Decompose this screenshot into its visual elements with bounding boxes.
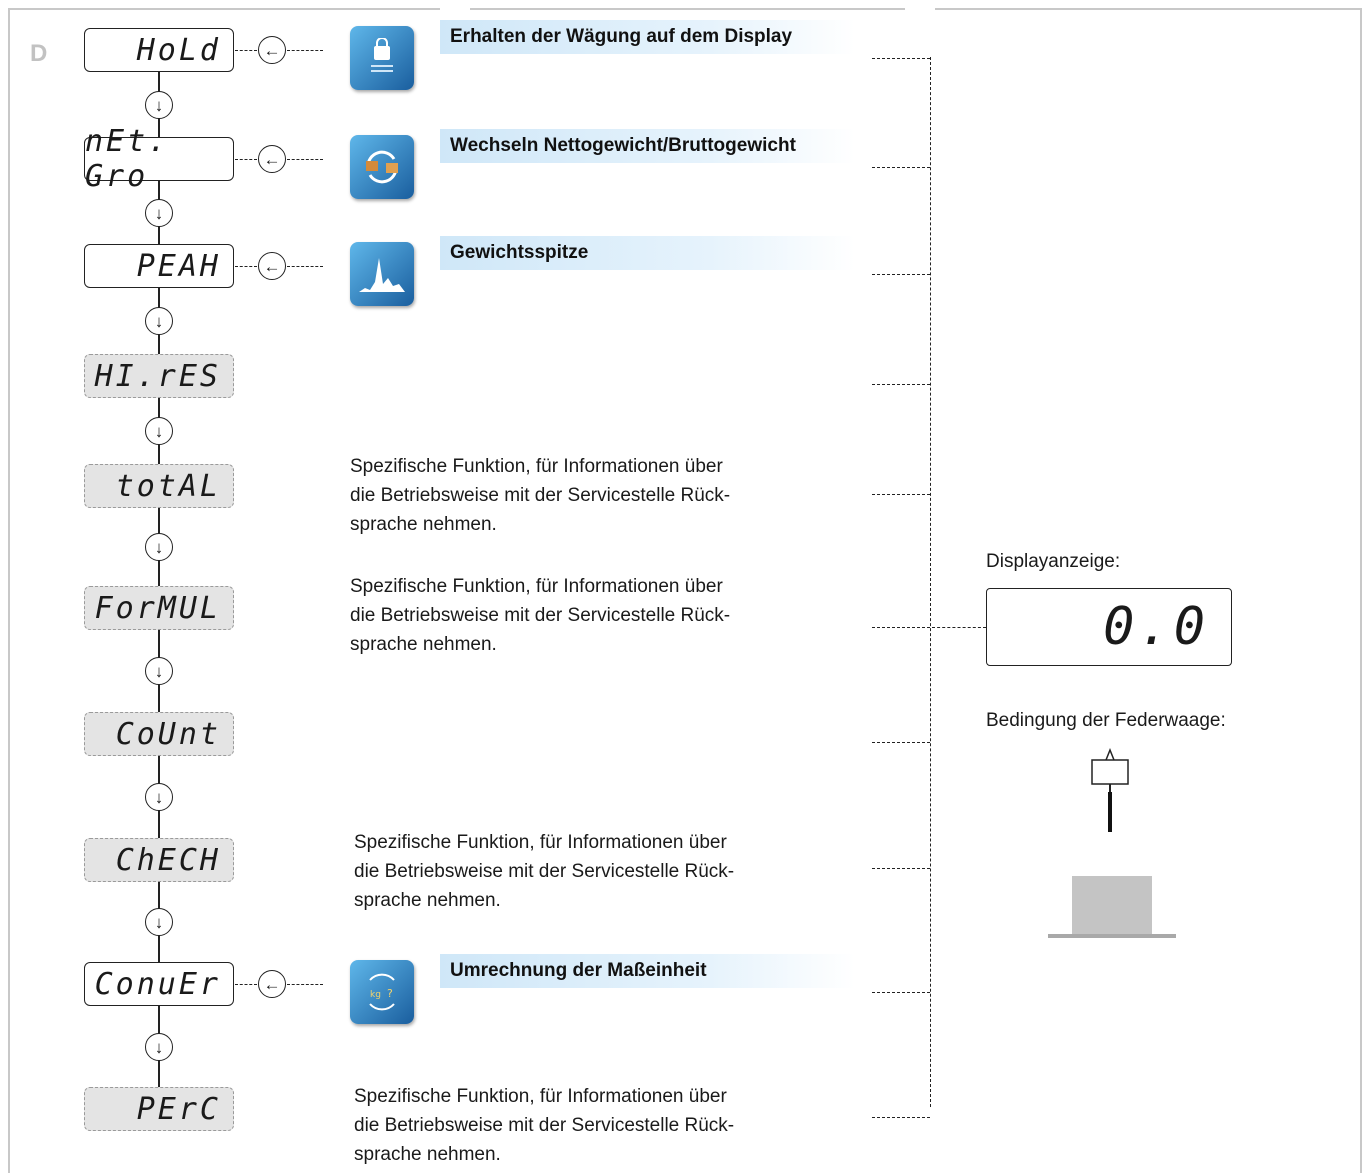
enter-connector — [287, 266, 323, 267]
description-line: Spezifische Funktion, für Informationen … — [354, 1086, 727, 1107]
menu-display-box: HoLd — [84, 28, 234, 72]
enter-connector — [235, 266, 257, 267]
function-title: Gewichtsspitze — [440, 236, 855, 270]
scale-floor-icon — [1048, 934, 1176, 938]
arrow-down-circle-icon: ↓ — [145, 533, 173, 561]
description-line: sprache nehmen. — [354, 1144, 501, 1165]
bracket-tick — [872, 868, 930, 869]
scale-body-icon — [1091, 759, 1129, 785]
page-frame-top — [8, 8, 1362, 10]
menu-display-text: PEAH — [136, 248, 221, 284]
swap-weight-icon — [350, 135, 414, 199]
menu-display-text: ChECH — [115, 842, 221, 878]
display-value: 0.0 — [1103, 597, 1209, 657]
bracket-tick — [872, 1117, 930, 1118]
menu-display-box: ConuEr — [84, 962, 234, 1006]
function-title: Umrechnung der Maßeinheit — [440, 954, 855, 988]
bracket-tick — [872, 384, 930, 385]
arrow-down-circle-icon: ↓ — [145, 1033, 173, 1061]
bracket-tick — [872, 742, 930, 743]
svg-text:?: ? — [387, 987, 393, 1000]
menu-display-text: PErC — [136, 1091, 221, 1127]
menu-display-box: CoUnt — [84, 712, 234, 756]
bracket-tick — [872, 274, 930, 275]
scale-hook-icon — [1105, 747, 1115, 761]
enter-connector — [235, 159, 257, 160]
menu-display-box: PEAH — [84, 244, 234, 288]
lock-icon — [350, 26, 414, 90]
description-line: sprache nehmen. — [350, 634, 497, 655]
display-readout: 0.0 — [986, 588, 1232, 666]
page-frame-right — [1360, 8, 1362, 1173]
menu-display-text: ConuEr — [94, 966, 221, 1002]
menu-display-box: totAL — [84, 464, 234, 508]
arrow-down-circle-icon: ↓ — [145, 199, 173, 227]
menu-display-text: HoLd — [136, 32, 221, 68]
bracket-tick — [872, 627, 930, 628]
enter-connector — [235, 984, 257, 985]
menu-display-box: ForMUL — [84, 586, 234, 630]
arrow-down-circle-icon: ↓ — [145, 908, 173, 936]
frame-gap — [905, 6, 935, 12]
enter-connector — [287, 159, 323, 160]
description-line: sprache nehmen. — [350, 514, 497, 535]
enter-arrow-circle-icon: ← — [258, 36, 286, 64]
enter-connector — [287, 984, 323, 985]
function-description: Spezifische Funktion, für Informationen … — [350, 452, 830, 539]
description-line: Spezifische Funktion, für Informationen … — [350, 576, 723, 597]
function-title: Wechseln Nettogewicht/Bruttogewicht — [440, 129, 855, 163]
svg-text:kg: kg — [370, 990, 381, 1000]
description-line: Spezifische Funktion, für Informationen … — [350, 456, 723, 477]
bracket-tick — [872, 58, 930, 59]
description-line: die Betriebsweise mit der Servicestelle … — [350, 485, 731, 506]
condition-label: Bedingung der Federwaage: — [986, 710, 1226, 731]
unit-convert-icon: kg? — [350, 960, 414, 1024]
description-line: Spezifische Funktion, für Informationen … — [354, 832, 727, 853]
menu-display-text: nEt. Gro — [85, 124, 170, 194]
peak-chart-icon — [350, 242, 414, 306]
bracket-tick — [872, 992, 930, 993]
section-letter: D — [30, 40, 48, 67]
frame-gap — [440, 6, 470, 12]
bracket-tick — [872, 494, 930, 495]
arrow-down-circle-icon: ↓ — [145, 91, 173, 119]
function-title: Erhalten der Wägung auf dem Display — [440, 20, 855, 54]
menu-display-box: PErC — [84, 1087, 234, 1131]
bracket-tick — [872, 167, 930, 168]
function-description: Spezifische Funktion, für Informationen … — [354, 1082, 834, 1169]
enter-connector — [287, 50, 323, 51]
arrow-down-circle-icon: ↓ — [145, 657, 173, 685]
arrow-down-circle-icon: ↓ — [145, 417, 173, 445]
enter-arrow-circle-icon: ← — [258, 970, 286, 998]
menu-display-box: ChECH — [84, 838, 234, 882]
enter-arrow-circle-icon: ← — [258, 145, 286, 173]
description-line: die Betriebsweise mit der Servicestelle … — [354, 1115, 735, 1136]
menu-display-text: HI.rES — [94, 358, 221, 394]
function-description: Spezifische Funktion, für Informationen … — [350, 572, 830, 659]
menu-display-box: HI.rES — [84, 354, 234, 398]
enter-arrow-circle-icon: ← — [258, 252, 286, 280]
bracket-line — [930, 57, 931, 1107]
menu-display-text: totAL — [115, 468, 221, 504]
scale-weight-block-icon — [1072, 876, 1152, 934]
description-line: die Betriebsweise mit der Servicestelle … — [354, 861, 735, 882]
arrow-down-circle-icon: ↓ — [145, 307, 173, 335]
menu-display-text: CoUnt — [115, 716, 221, 752]
spring-scale-illustration — [1048, 747, 1176, 938]
arrow-down-circle-icon: ↓ — [145, 783, 173, 811]
enter-connector — [235, 50, 257, 51]
function-description: Spezifische Funktion, für Informationen … — [354, 828, 834, 915]
description-line: die Betriebsweise mit der Servicestelle … — [350, 605, 731, 626]
page-frame-left — [8, 8, 10, 1173]
menu-display-box: nEt. Gro — [84, 124, 234, 194]
menu-display-text: ForMUL — [94, 590, 221, 626]
description-line: sprache nehmen. — [354, 890, 501, 911]
display-label: Displayanzeige: — [986, 551, 1121, 572]
bracket-connector — [932, 627, 986, 628]
